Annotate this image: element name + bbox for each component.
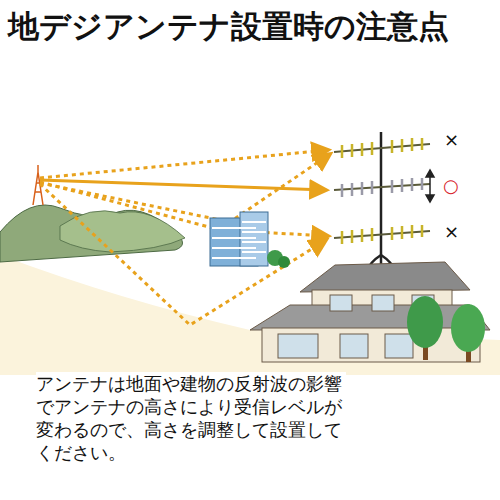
office-building: [210, 212, 290, 268]
yagi-antennas: [334, 138, 430, 244]
house: [250, 262, 490, 362]
ng-mark: ×: [444, 130, 459, 150]
ng-mark: ×: [444, 222, 459, 242]
trees: [407, 296, 485, 362]
ground: [0, 255, 500, 375]
caption-text: アンテナは地面や建物の反射波の影響でアンテナの高さにより受信レベルが変わるので、…: [36, 372, 346, 464]
ok-mark: ○: [443, 176, 459, 196]
signal-paths: [40, 150, 330, 325]
height-adjust-arrow: [426, 170, 434, 202]
diagram-title: 地デジアンテナ設置時の注意点: [8, 6, 492, 48]
